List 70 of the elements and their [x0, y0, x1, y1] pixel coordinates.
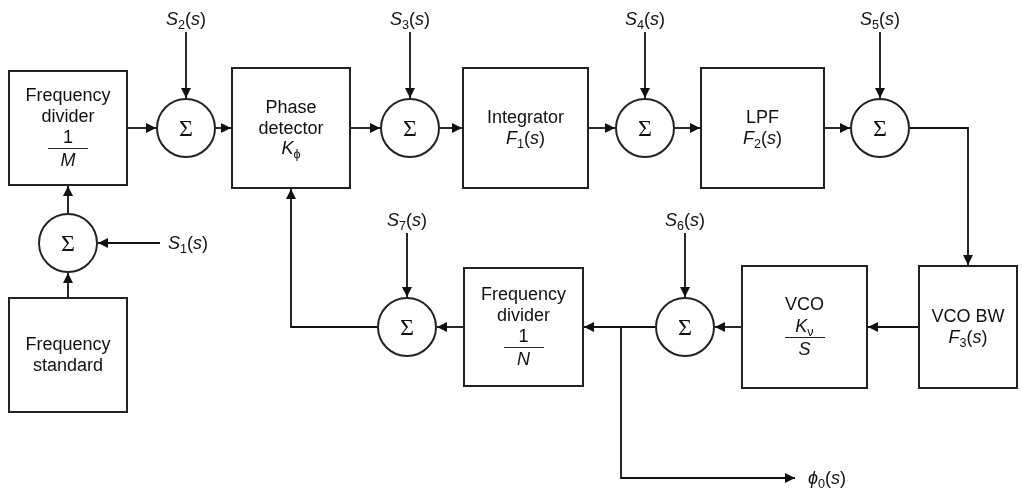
arrow [215, 123, 232, 133]
summing-junction [615, 98, 675, 158]
sum-symbol: Σ [638, 116, 652, 140]
block-title: Phase detector [257, 96, 325, 139]
arrow [909, 127, 973, 266]
signal-label: S$_{4}$(s) [617, 6, 673, 32]
signal-label: S$_{2}$(s) [158, 6, 214, 32]
block-title: Frequency divider [479, 284, 567, 326]
sum-symbol: Σ [179, 116, 193, 140]
block-title: VCO [785, 294, 824, 316]
arrow [127, 123, 157, 133]
transfer-function: K$_{ϕ}$ [281, 138, 301, 160]
arrow [875, 31, 885, 99]
arrow [402, 232, 412, 298]
summing-junction [38, 213, 98, 273]
arrow [824, 123, 851, 133]
signal-label: S$_{5}$(s) [852, 6, 908, 32]
fraction-numerator: 1 [517, 327, 530, 348]
signal-label: ϕ$_{0}$(s) [795, 467, 859, 489]
arrow [436, 322, 464, 332]
arrow [181, 31, 191, 99]
transfer-function: F$_{2}$(s) [743, 128, 782, 149]
arrow [714, 322, 742, 332]
arrow [640, 31, 650, 99]
block-title: Integrator [486, 107, 564, 128]
arrow [620, 326, 796, 483]
signal-label: S$_{6}$(s) [657, 207, 713, 233]
summing-junction [156, 98, 216, 158]
signal-label: S$_{1}$(s) [160, 230, 216, 256]
transfer-function: F$_{1}$(s) [506, 128, 545, 149]
block-box [918, 265, 1018, 389]
fraction-denominator: S [784, 336, 825, 360]
block-box [741, 265, 868, 389]
arrow [286, 188, 378, 328]
summing-junction [377, 297, 437, 357]
block-title: VCO BW [931, 306, 1005, 327]
block-box [700, 67, 825, 189]
arrow [680, 232, 690, 298]
fraction-numerator: K$_{ν}$ [794, 317, 815, 337]
summing-junction [380, 98, 440, 158]
block-box [463, 267, 584, 387]
summing-junction [850, 98, 910, 158]
arrow [588, 123, 616, 133]
block-title: Frequency divider [24, 85, 112, 127]
arrow [867, 322, 919, 332]
signal-label: S$_{3}$(s) [382, 6, 438, 32]
block-title: Frequency standard [24, 334, 112, 376]
sum-symbol: Σ [400, 315, 414, 339]
arrow [439, 123, 463, 133]
block-box [8, 70, 128, 186]
fraction-denominator: N [503, 347, 544, 370]
sum-symbol: Σ [873, 116, 887, 140]
arrow [63, 185, 73, 214]
fraction-denominator: M [48, 148, 88, 171]
arrow [63, 272, 73, 298]
sum-symbol: Σ [403, 116, 417, 140]
block-box [462, 67, 589, 189]
block-box [231, 67, 351, 189]
arrow [405, 31, 415, 99]
transfer-function: F$_{3}$(s) [948, 327, 988, 348]
sum-symbol: Σ [678, 315, 692, 339]
fraction-numerator: 1 [62, 128, 74, 149]
block-box [8, 297, 128, 413]
signal-label: S$_{7}$(s) [379, 207, 435, 233]
arrow [350, 123, 381, 133]
sum-symbol: Σ [61, 231, 75, 255]
arrow [674, 123, 701, 133]
block-title: LPF [746, 107, 779, 128]
arrow [97, 238, 161, 248]
summing-junction [655, 297, 715, 357]
